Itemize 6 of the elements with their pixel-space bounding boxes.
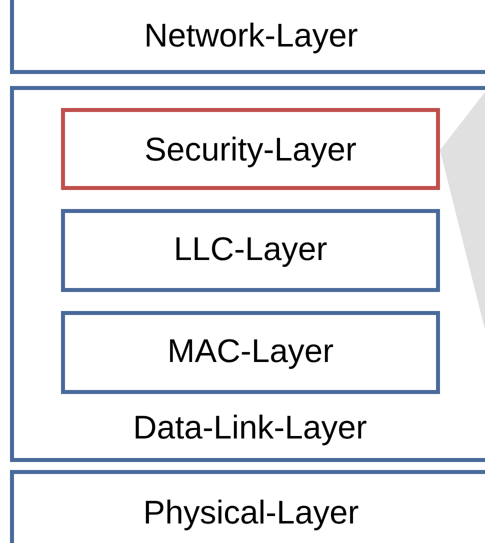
layer-box: Security-Layer: [61, 108, 440, 190]
layer-box: Physical-Layer: [10, 470, 485, 543]
layer-box: Network-Layer: [10, 0, 485, 74]
zoom-wedge: [440, 92, 485, 330]
layer-box: LLC-Layer: [61, 209, 440, 292]
layer-box: MAC-Layer: [61, 311, 440, 394]
